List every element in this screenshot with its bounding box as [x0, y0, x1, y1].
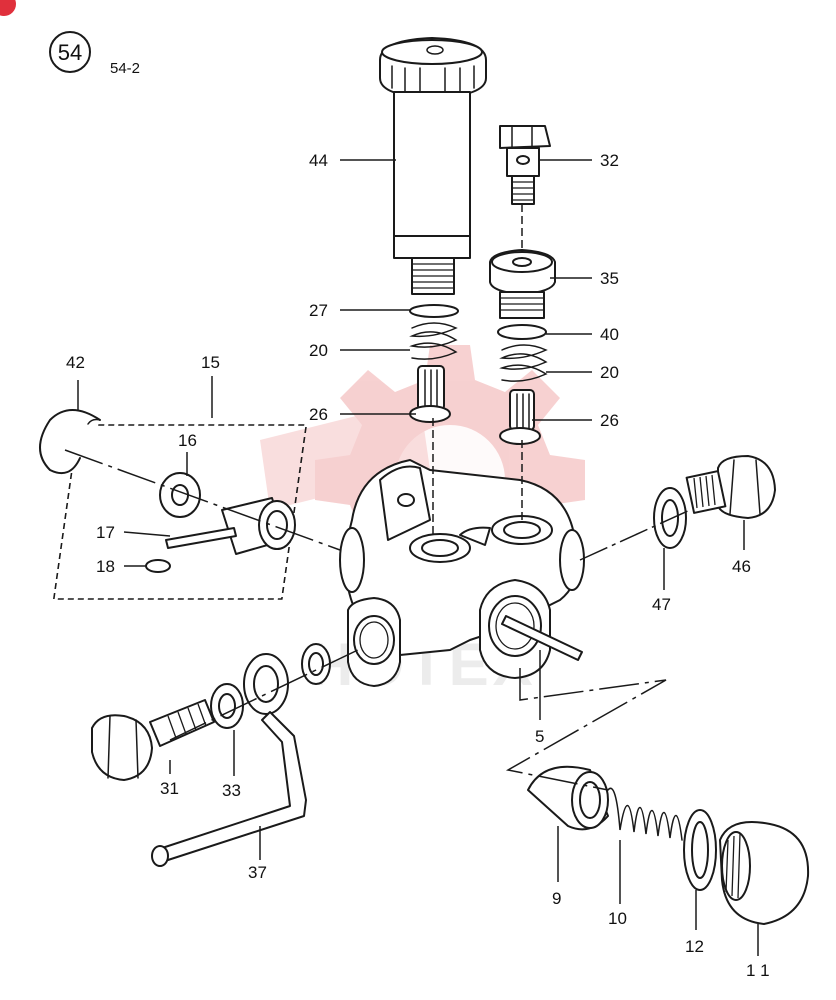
part-47-washer [653, 487, 687, 549]
part-44-filter-cup [379, 37, 487, 295]
part-46-plug [685, 455, 776, 519]
callout-17: 17 [96, 523, 115, 542]
callout-20-left: 20 [309, 341, 328, 360]
group-15-dashed-box [52, 424, 308, 600]
part-15-plunger-housing [221, 497, 296, 555]
callout-leaders [77, 159, 759, 956]
callout-9: 9 [552, 889, 561, 908]
callout-18: 18 [96, 557, 115, 576]
part-10-spring [607, 787, 683, 841]
assembly-line-15 [64, 449, 341, 551]
callout-20-right: 20 [600, 363, 619, 382]
part-26-valve-left [409, 365, 451, 423]
page-number-badge: 54 [49, 31, 91, 73]
callout-47: 47 [652, 595, 671, 614]
callout-32: 32 [600, 151, 619, 170]
part-11-plug [719, 821, 810, 925]
part-31-banjo-bolt [91, 699, 215, 781]
callout-44: 44 [309, 151, 328, 170]
callout-31: 31 [160, 779, 179, 798]
callout-37: 37 [248, 863, 267, 882]
callout-10: 10 [608, 909, 627, 928]
callout-42: 42 [66, 353, 85, 372]
part-5-pin [501, 615, 583, 661]
page-number: 54 [58, 40, 82, 65]
part-40-o-ring [497, 324, 547, 340]
part-17-pin [165, 527, 237, 549]
assembly-line-31 [169, 647, 363, 741]
part-27-o-ring [409, 304, 459, 318]
part-18-clip [145, 559, 171, 573]
callout-12: 12 [685, 937, 704, 956]
sub-number: 54-2 [110, 60, 140, 77]
callout-15: 15 [201, 353, 220, 372]
part-26-valve-right [499, 389, 541, 445]
part-20-spring-right [499, 344, 548, 382]
part-32-banjo-bolt [499, 125, 551, 205]
part-16-collar [159, 472, 201, 518]
callout-26-left: 26 [309, 405, 328, 424]
part-33-washer-b [301, 643, 331, 685]
part-9-sleeve [527, 765, 609, 831]
part-33-washer [210, 683, 244, 729]
callout-33: 33 [222, 781, 241, 800]
part-12-washer [683, 809, 717, 891]
callout-46: 46 [732, 557, 751, 576]
part-20-spring-left [409, 322, 458, 360]
callout-35: 35 [600, 269, 619, 288]
callout-26-right: 26 [600, 411, 619, 430]
callout-5: 5 [535, 727, 544, 746]
callout-11: 1 1 [746, 961, 770, 980]
callout-27: 27 [309, 301, 328, 320]
part-42-snap-ring [39, 409, 101, 474]
corner-badge [0, 0, 16, 16]
callout-40: 40 [600, 325, 619, 344]
assembly-line-5 [505, 668, 667, 791]
part-35-hex-union [489, 249, 556, 319]
callout-16: 16 [178, 431, 197, 450]
part-5-pump-body [339, 459, 585, 687]
assembly-line-46 [579, 509, 691, 561]
